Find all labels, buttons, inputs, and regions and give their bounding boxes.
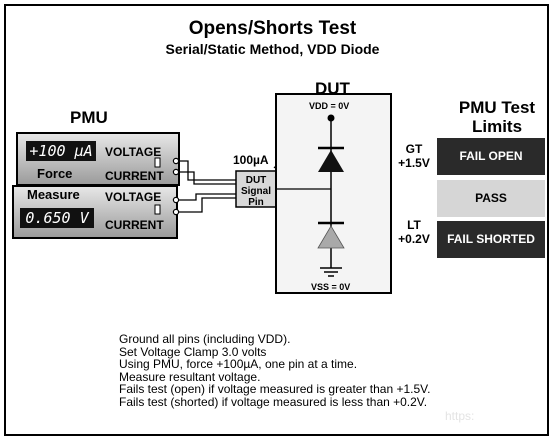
dut-signal-pin-label: DUT Signal Pin	[240, 175, 271, 208]
measure-switch	[154, 204, 161, 215]
page-title: Opens/Shorts Test	[188, 18, 357, 39]
force-current-label: CURRENT	[105, 169, 164, 183]
force-switch	[154, 157, 161, 168]
vss-label: VSS = 0V	[311, 282, 351, 292]
vdd-label: VDD = 0V	[309, 101, 350, 111]
gt-threshold-label: GT +1.5V	[398, 142, 430, 170]
note-line: Measure resultant voltage.	[119, 369, 261, 384]
force-current-value: 100µA	[233, 153, 269, 167]
note-line: Fails test (shorted) if voltage measured…	[119, 394, 428, 409]
note-line: Using PMU, force +100µA, one pin at a ti…	[119, 357, 358, 372]
vdd-node	[327, 114, 335, 122]
note-line: Ground all pins (including VDD).	[119, 332, 291, 346]
dut-box	[275, 93, 392, 294]
dut-signal-pin-box	[235, 170, 277, 208]
band-fail-open: FAIL OPEN	[437, 138, 545, 175]
force-voltage-label: VOLTAGE	[105, 145, 162, 159]
procedure-notes: Ground all pins (including VDD). Set Vol…	[119, 333, 430, 409]
measure-caption: Measure	[27, 187, 80, 202]
measure-readout: 0.650 V	[20, 208, 94, 228]
note-line: Fails test (open) if voltage measured is…	[119, 382, 431, 397]
note-line: Set Voltage Clamp 3.0 volts	[119, 344, 267, 359]
force-voltage-terminal	[172, 157, 180, 165]
limits-title: PMU Test Limits	[458, 98, 536, 136]
wire-measure-voltage	[179, 193, 236, 201]
dut-label: DUT	[315, 79, 350, 98]
upper-diode	[318, 150, 344, 172]
pmu-label: PMU	[70, 108, 108, 127]
lower-diode	[317, 225, 345, 249]
measure-current-label: CURRENT	[105, 218, 164, 232]
measure-current-terminal	[172, 208, 180, 216]
wire-measure-current	[179, 197, 236, 213]
force-readout: +100 µA	[26, 141, 96, 161]
measure-voltage-label: VOLTAGE	[105, 190, 162, 204]
lt-threshold-label: LT +0.2V	[398, 218, 430, 246]
force-caption: Force	[37, 166, 73, 181]
measure-voltage-terminal	[172, 196, 180, 204]
wire-force-voltage	[179, 160, 236, 181]
band-fail-shorted: FAIL SHORTED	[437, 221, 545, 258]
force-current-terminal	[172, 168, 180, 176]
watermark: https:	[445, 409, 475, 423]
band-pass: PASS	[437, 180, 545, 217]
ground-symbol	[320, 267, 342, 277]
wire-force-current	[179, 171, 236, 185]
page-subtitle: Serial/Static Method, VDD Diode	[165, 41, 380, 57]
